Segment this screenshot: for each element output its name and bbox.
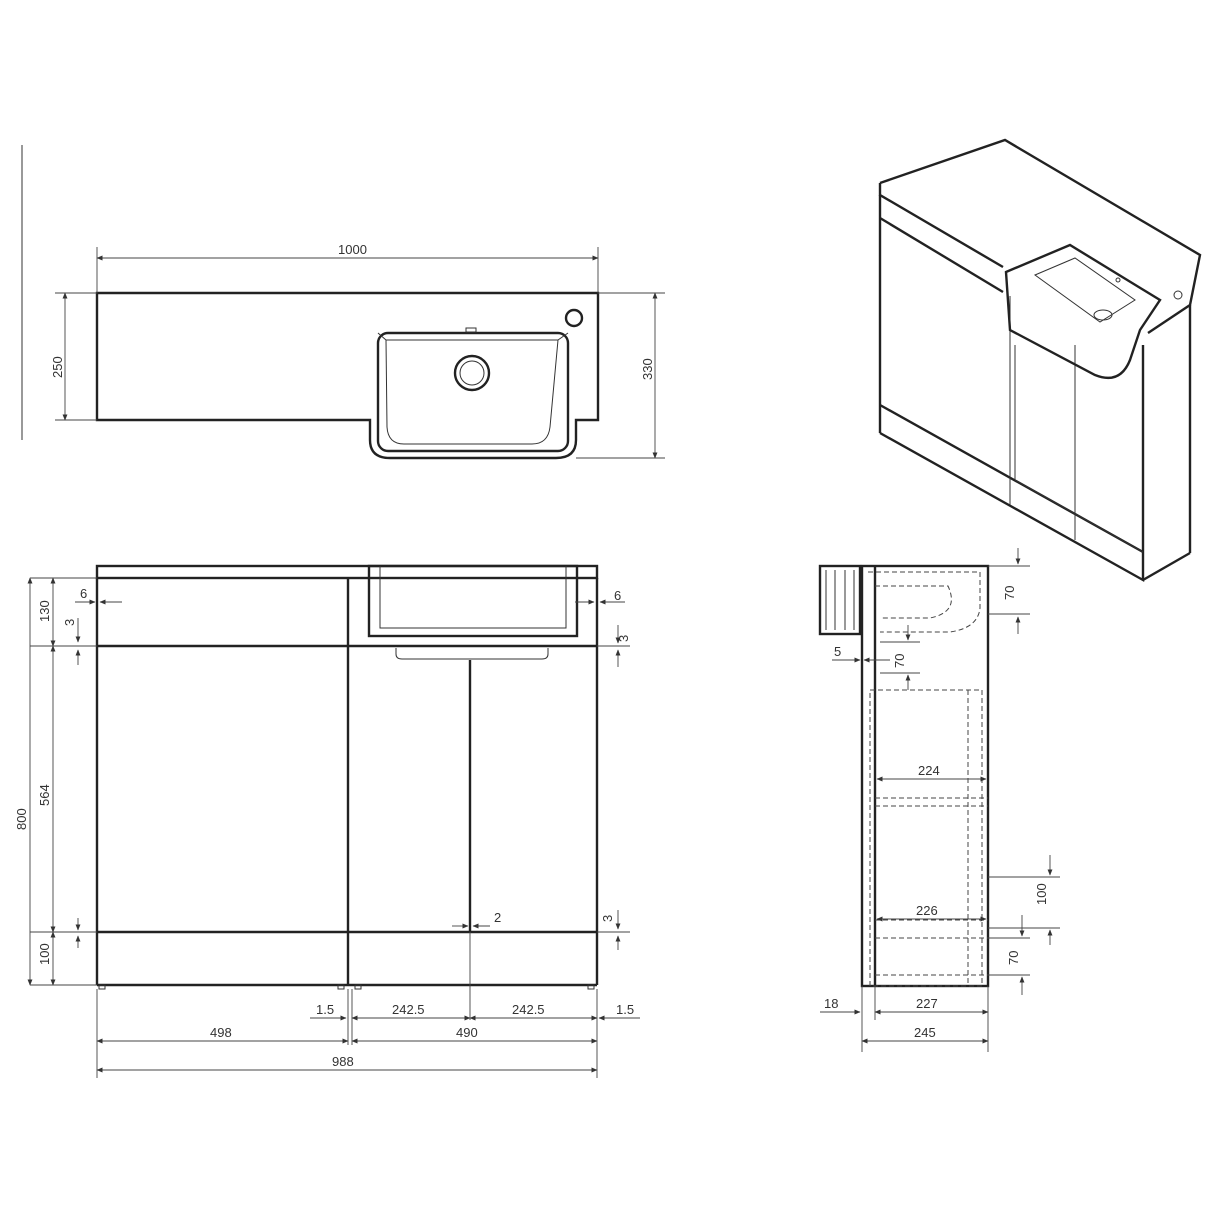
dim-side-224: 224 [918,763,940,778]
plan-drain [453,354,491,392]
dim-front-498: 498 [210,1025,232,1040]
dim-side-70c: 70 [1006,951,1021,965]
dim-side-226: 226 [916,903,938,918]
dim-side-245: 245 [914,1025,936,1040]
dim-front-1-5l: 1.5 [316,1002,334,1017]
iso-basin [1004,243,1162,380]
dim-front-130: 130 [37,600,52,622]
dim-side-100: 100 [1034,883,1049,905]
front-worktop [95,564,599,580]
dim-side-18: 18 [824,996,838,1011]
dim-front-3a: 3 [62,619,77,626]
dim-side-70a: 70 [1002,586,1017,600]
front-basin [367,564,579,638]
isometric-view [878,138,1202,583]
dim-plan-depth-basin: 330 [640,358,655,380]
dim-plan-width: 1000 [338,242,367,257]
dim-front-242-5a: 242.5 [392,1002,425,1017]
dim-side-227: 227 [916,996,938,1011]
dim-front-1-5r: 1.5 [616,1002,634,1017]
dim-plan-depth: 250 [50,356,65,378]
plan-outline [95,291,600,460]
top-plan-view: 1000 250 330 [21,145,665,460]
dim-front-800: 800 [14,808,29,830]
side-section: 70 5 70 224 226 100 70 18 227 245 [818,548,1060,1052]
dim-side-5: 5 [834,644,841,659]
dim-front-6l: 6 [80,586,87,601]
front-elevation: 130 3 564 800 100 6 6 3 3 2 [14,564,640,1078]
dim-front-242-5b: 242.5 [512,1002,545,1017]
dim-front-564: 564 [37,784,52,806]
dim-side-70b: 70 [892,654,907,668]
plan-tap-hole [564,308,584,328]
dim-front-6r: 6 [614,588,621,603]
dim-front-988: 988 [332,1054,354,1069]
dim-front-490: 490 [456,1025,478,1040]
plan-basin [376,331,570,453]
dim-front-2: 2 [494,910,501,925]
dim-front-3c: 3 [600,915,615,922]
dim-front-3b: 3 [616,635,631,642]
dim-front-100: 100 [37,943,52,965]
